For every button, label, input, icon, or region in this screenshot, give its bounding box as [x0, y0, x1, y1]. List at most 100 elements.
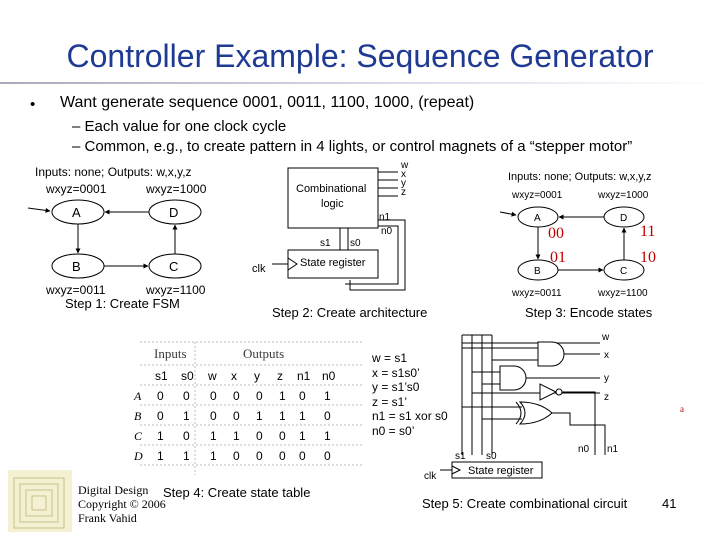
table-cell: 0	[256, 449, 263, 463]
footer-logo	[8, 470, 72, 532]
enc-code-d: 11	[640, 223, 655, 240]
table-col-header: x	[231, 369, 237, 383]
table-cell: 0	[279, 449, 286, 463]
table-col-header: w	[207, 369, 217, 383]
table-cell: 0	[299, 449, 306, 463]
table-cell: 1	[157, 449, 164, 463]
fsm-state-c-output: wxyz=1100	[145, 283, 206, 297]
slide-title: Controller Example: Sequence Generator	[66, 38, 654, 74]
architecture-diagram: Combinational logic w x y z n1 n0 s1 s0 …	[252, 160, 427, 320]
equation-w: w = s1	[371, 351, 407, 365]
circuit-s1-label: s1	[455, 451, 466, 462]
combinational-logic-box	[287, 167, 379, 229]
circuit-clk-label: clk	[424, 471, 437, 482]
enc-state-a-output: wxyz=0001	[511, 190, 563, 201]
table-cell: 0	[324, 409, 331, 423]
table-col-header: s1	[155, 369, 168, 383]
table-cell: 1	[210, 429, 217, 443]
fsm-state-a-output: wxyz=0001	[45, 182, 107, 196]
table-cell: 0	[279, 429, 286, 443]
wire-n0-out	[562, 391, 596, 455]
step4-caption: Step 4: Create state table	[163, 485, 310, 500]
circuit-out-z: z	[604, 392, 609, 403]
wire-n1-out	[552, 412, 606, 455]
circuit-n1-label: n1	[607, 444, 619, 455]
logic-label-line1: Combinational	[296, 183, 366, 195]
table-cell: 1	[183, 449, 190, 463]
equation-z: z = s1’	[372, 395, 407, 409]
step2-caption: Step 2: Create architecture	[272, 305, 427, 320]
enc-state-c-output: wxyz=1100	[597, 288, 648, 299]
table-row-state: B	[134, 409, 142, 423]
circuit-clock-triangle	[451, 465, 462, 475]
not-gate-bubble	[555, 388, 563, 396]
fsm-state-a-name: A	[72, 205, 81, 220]
fsm-init-arrow	[27, 207, 51, 213]
table-cell: 1	[233, 429, 240, 443]
footer-line-2: Copyright © 2006	[78, 497, 166, 511]
footer-line-3: Frank Vahid	[78, 511, 137, 525]
arch-s0-label: s0	[350, 238, 361, 249]
table-header-outputs: Outputs	[243, 346, 284, 361]
circuit-out-w: w	[601, 332, 610, 343]
circuit-stray-mark: a	[680, 404, 684, 414]
boolean-equations: w = s1 x = s1s0’ y = s1’s0 z = s1’ n1 = …	[371, 351, 448, 438]
table-cell: 0	[183, 389, 190, 403]
table-cell: 1	[157, 429, 164, 443]
table-cell: 1	[279, 389, 286, 403]
arch-out-x: x	[401, 169, 406, 180]
and-gate-y	[499, 365, 527, 391]
sub-bullet-1: – Each value for one clock cycle	[72, 118, 287, 135]
arch-out-z: z	[401, 187, 406, 198]
enc-code-a: 00	[548, 225, 564, 242]
arch-out-w: w	[400, 160, 409, 171]
fsm-state-b-output: wxyz=0011	[45, 283, 106, 297]
xor-gate-back-curve	[515, 401, 522, 425]
table-cell: 0	[233, 449, 240, 463]
table-col-header: s0	[181, 369, 194, 383]
bullet-marker: •	[30, 96, 36, 113]
table-cell: 0	[299, 389, 306, 403]
and-gate-x	[537, 341, 565, 367]
logic-label-line2: logic	[321, 198, 344, 210]
table-cell: 0	[210, 409, 217, 423]
enc-code-b: 01	[550, 249, 566, 266]
enc-init-arrow	[499, 211, 517, 217]
arch-register-label: State register	[300, 257, 366, 269]
table-cell: 1	[299, 429, 306, 443]
logo-frame-3	[25, 489, 53, 517]
circuit-s0-label: s0	[486, 451, 497, 462]
table-cell: 0	[256, 389, 263, 403]
enc-code-c: 10	[640, 249, 656, 266]
title-underline	[0, 82, 720, 84]
table-col-header: n0	[322, 369, 336, 383]
table-cell: 0	[233, 389, 240, 403]
circuit-out-y: y	[604, 373, 609, 384]
fsm-state-d-output: wxyz=1000	[145, 182, 207, 196]
fsm-state-c-name: C	[169, 259, 178, 274]
combinational-circuit: w x y z n0 n1 State register clk s1	[422, 332, 684, 511]
fsm-io-label: Inputs: none; Outputs: w,x,y,z	[35, 165, 192, 179]
enc-state-a-name: A	[534, 213, 541, 224]
equation-n0: n0 = s0’	[372, 424, 414, 438]
table-row-state: D	[133, 449, 143, 463]
table-cell: 0	[157, 409, 164, 423]
table-row-state: C	[134, 429, 143, 443]
enc-state-d-output: wxyz=1000	[597, 190, 649, 201]
arch-n0-feedback	[345, 225, 399, 285]
table-cell: 0	[324, 449, 331, 463]
step5-caption: Step 5: Create combinational circuit	[422, 496, 628, 511]
fsm-diagram: Inputs: none; Outputs: w,x,y,z wxyz=0001…	[27, 165, 207, 311]
table-col-header: z	[277, 369, 283, 383]
arch-n1-feedback	[349, 219, 406, 291]
table-cell: 1	[256, 409, 263, 423]
footer-line-1: Digital Design	[78, 483, 148, 497]
table-cell: 1	[324, 429, 331, 443]
fsm-state-d-name: D	[169, 205, 178, 220]
fsm-state-b-name: B	[72, 259, 81, 274]
table-col-header: y	[254, 369, 260, 383]
not-gate-n0	[539, 383, 558, 401]
table-cell: 0	[256, 429, 263, 443]
